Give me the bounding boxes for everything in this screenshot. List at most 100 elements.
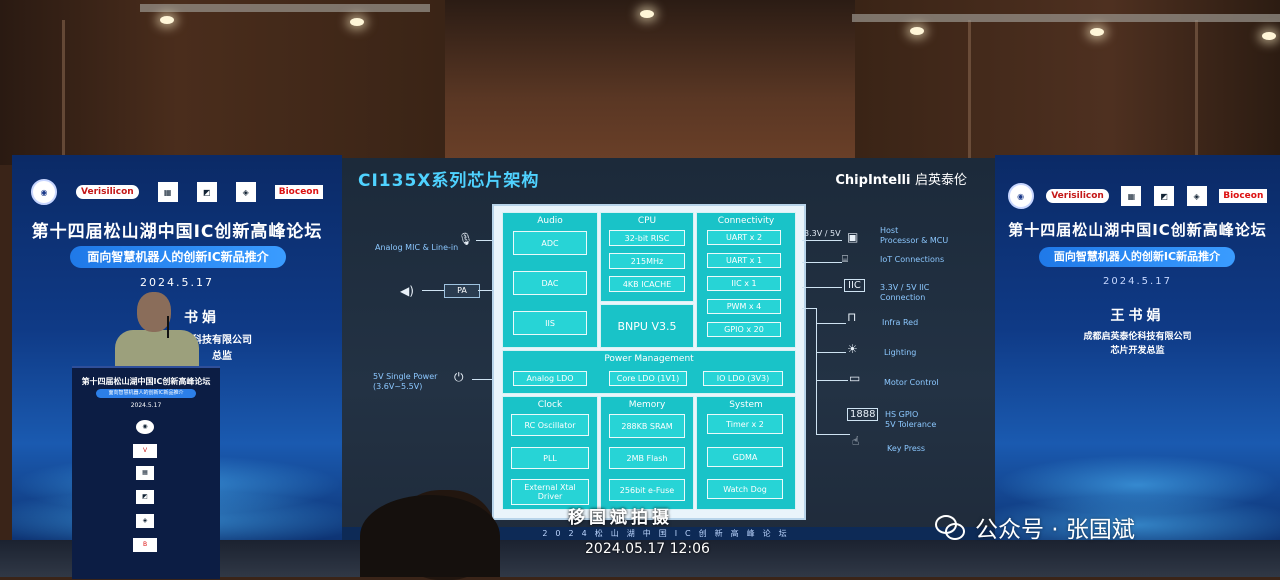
speaker-name: 王书娟: [1110, 308, 1165, 324]
timer-unit: Timer x 2: [707, 414, 783, 434]
stage-front-banner: 2024松山湖中国IC创新高峰论坛: [342, 527, 995, 540]
connectivity-title: Connectivity: [717, 216, 775, 226]
host-sub-label: Processor & MCU: [880, 236, 949, 245]
mic-input-label: Analog MIC & Line-in: [375, 243, 459, 252]
verisilicon-logo: Verisilicon: [76, 185, 139, 199]
sponsor-logo-icon: ▦: [157, 182, 178, 202]
iis-unit: IIS: [513, 311, 587, 335]
gpio-unit: GPIO x 20: [707, 322, 781, 337]
wood-wall-left: [0, 0, 445, 165]
photographer-watermark: 移国斌拍摄: [568, 508, 673, 528]
key-press-icon: ☝: [852, 434, 860, 448]
power-management-block: Power Management Analog LDO Core LDO (1V…: [502, 350, 796, 394]
connector-line: [802, 308, 816, 309]
adc-unit: ADC: [513, 231, 587, 255]
iot-module-icon: ⌸: [842, 254, 848, 265]
memory-block: Memory 288KB SRAM 2MB Flash 256bit e-Fus…: [600, 396, 694, 510]
pa-block: PA: [444, 284, 480, 298]
speaker-icon: ◀): [400, 284, 414, 298]
verisilicon-logo: Verisilicon: [1046, 189, 1109, 203]
connector-line: [476, 240, 492, 241]
seven-segment-icon: 1888: [847, 408, 879, 421]
forum-subtitle: 面向智慧机器人的创新IC新品推介: [70, 246, 286, 268]
ceiling-vent: [140, 4, 430, 12]
audience-shoulders: [360, 495, 500, 577]
photo-timestamp: 2024.05.17 12:06: [585, 541, 710, 557]
motor-icon: ▭: [849, 371, 861, 385]
connector-line: [816, 352, 846, 353]
connector-line: [472, 379, 492, 380]
cpu-block: CPU 32-bit RISC 215MHz 4KB ICACHE: [600, 212, 694, 302]
sponsor-logo-icon: ◩: [1154, 186, 1175, 206]
podium: 第十四届松山湖中国IC创新高峰论坛 面向智慧机器人的创新IC新品推介 2024.…: [72, 366, 220, 579]
ceiling-light-icon: [1262, 32, 1276, 40]
wechat-icon: [935, 515, 965, 540]
connector-line: [816, 380, 848, 381]
forum-title: 第十四届松山湖中国IC创新高峰论坛: [31, 222, 323, 242]
ceiling-vent: [852, 14, 1280, 22]
connector-line: [802, 262, 842, 263]
cpu-cache-unit: 4KB ICACHE: [609, 276, 685, 292]
cpu-core-unit: 32-bit RISC: [609, 230, 685, 246]
brand-name-cn: 启英泰伦: [914, 173, 967, 188]
connector-line: [802, 240, 842, 241]
podium-date: 2024.5.17: [130, 402, 162, 409]
rc-oscillator-unit: RC Oscillator: [511, 414, 589, 436]
forum-date: 2024.5.17: [1103, 276, 1172, 287]
podium-logo-icon: ▦: [136, 466, 154, 480]
key-press-label: Key Press: [887, 444, 926, 453]
podium-logo-icon: V: [133, 444, 157, 458]
ceiling-light-icon: [910, 27, 924, 35]
audio-title: Audio: [537, 216, 563, 226]
speaker-company: 成都启英泰伦科技有限公司: [1083, 332, 1192, 342]
clock-block: Clock RC Oscillator PLL External Xtal Dr…: [502, 396, 598, 510]
wall-column: [968, 20, 971, 165]
emblem-logo-icon: ◉: [1007, 183, 1034, 209]
sram-unit: 288KB SRAM: [609, 414, 685, 438]
connector-line: [816, 308, 817, 434]
wechat-account-watermark: 公众号 · 张国斌: [935, 510, 1135, 544]
io-ldo-unit: IO LDO (3V3): [703, 371, 783, 386]
main-presentation-screen: CI135X系列芯片架构 ChipIntelli 启英泰伦 Analog MIC…: [342, 158, 995, 540]
sponsor-logos: ◉ Verisilicon ▦ ◩ ◈ Bioceon: [12, 179, 342, 205]
hs-gpio-label: HS GPIO: [885, 410, 919, 419]
infrared-label: Infra Red: [882, 318, 919, 327]
sponsor-logo-icon: ◩: [196, 182, 217, 202]
microphone-icon: 🎙: [458, 232, 474, 246]
uart-2-unit: UART x 2: [707, 230, 781, 245]
forum-title: 第十四届松山湖中国IC创新高峰论坛: [1008, 221, 1267, 239]
emblem-logo-icon: ◉: [31, 179, 58, 205]
iic-unit: IIC x 1: [707, 276, 781, 291]
chip-architecture-diagram: Audio ADC DAC IIS CPU 32-bit RISC 215MHz…: [492, 204, 806, 520]
light-wave: [995, 495, 1280, 540]
connector-line: [422, 290, 444, 291]
connector-line: [816, 434, 850, 435]
cpu-clock-unit: 215MHz: [609, 253, 685, 269]
audio-block: Audio ADC DAC IIS: [502, 212, 598, 348]
lightbulb-icon: ☀: [847, 342, 858, 356]
speaker-role: 总监: [212, 351, 232, 362]
speaker-role: 芯片开发总监: [1110, 346, 1165, 356]
brand-name: ChipIntelli: [835, 173, 911, 188]
bnpu-title: BNPU V3.5: [617, 319, 677, 333]
iic-connection-sub-label: Connection: [880, 293, 926, 302]
iic-connection-label: 3.3V / 5V IIC: [880, 283, 930, 292]
system-block: System Timer x 2 GDMA Watch Dog: [696, 396, 796, 510]
memory-title: Memory: [628, 400, 666, 410]
connector-line: [802, 287, 842, 288]
gdma-unit: GDMA: [707, 447, 783, 467]
connectivity-block: Connectivity UART x 2 UART x 1 IIC x 1 P…: [696, 212, 796, 348]
watchdog-unit: Watch Dog: [707, 479, 783, 499]
sponsor-logo-icon: ◈: [1186, 186, 1207, 206]
connector-line: [478, 290, 492, 291]
wall-column: [1195, 20, 1198, 165]
forum-subtitle: 面向智慧机器人的创新IC新品推介: [1039, 247, 1235, 267]
iot-label: IoT Connections: [880, 255, 945, 264]
wood-wall-center: [445, 0, 855, 165]
pll-unit: PLL: [511, 447, 589, 469]
ceiling-light-icon: [350, 18, 364, 26]
flash-unit: 2MB Flash: [609, 447, 685, 469]
bioceon-logo: Bioceon: [1219, 189, 1268, 203]
podium-subtitle: 面向智慧机器人的创新IC新品推介: [96, 389, 196, 398]
motor-control-label: Motor Control: [884, 378, 939, 387]
